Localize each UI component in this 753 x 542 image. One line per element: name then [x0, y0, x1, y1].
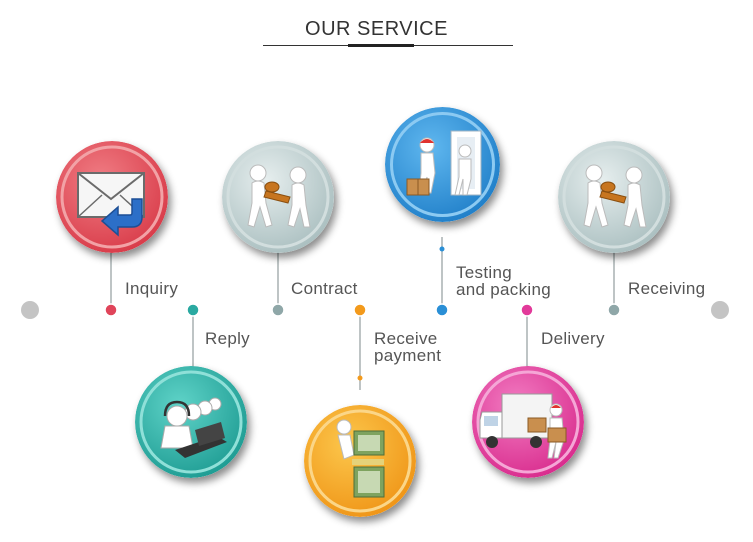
timeline-end-cap [711, 301, 729, 319]
call-center-icon [135, 366, 247, 478]
label-delivery: Delivery [541, 329, 605, 348]
title-underline-accent [348, 44, 414, 47]
receiving-circle [558, 141, 670, 253]
label-contract: Contract [291, 279, 358, 298]
handshake-icon [222, 141, 334, 253]
label-testing-line1: Testing [456, 263, 512, 282]
dot-receiving [607, 303, 621, 317]
timeline-start-cap [21, 301, 39, 319]
contract-circle [222, 141, 334, 253]
inquiry-circle [56, 141, 168, 253]
dot-payment [353, 303, 367, 317]
dot-testing [435, 303, 449, 317]
label-reply: Reply [205, 329, 250, 348]
delivery-circle [472, 366, 584, 478]
payment-circle [304, 405, 416, 517]
money-icon [304, 405, 416, 517]
label-inquiry: Inquiry [125, 279, 179, 298]
connector-testing-tip [439, 246, 445, 252]
door-inspection-icon [385, 107, 500, 222]
label-receiving: Receiving [628, 279, 706, 298]
page-title: OUR SERVICE [305, 18, 448, 40]
label-payment-line2: payment [374, 346, 442, 365]
delivery-truck-icon [472, 366, 584, 478]
dot-inquiry [104, 303, 118, 317]
testing-circle [385, 107, 500, 222]
connector-payment-tip [357, 375, 363, 381]
envelope-arrow-icon [56, 141, 168, 253]
label-testing-line2: and packing [456, 280, 551, 299]
dot-contract [271, 303, 285, 317]
handshake-icon [558, 141, 670, 253]
label-payment-line1: Receive [374, 329, 438, 348]
dot-delivery [520, 303, 534, 317]
dot-reply [186, 303, 200, 317]
reply-circle [135, 366, 247, 478]
